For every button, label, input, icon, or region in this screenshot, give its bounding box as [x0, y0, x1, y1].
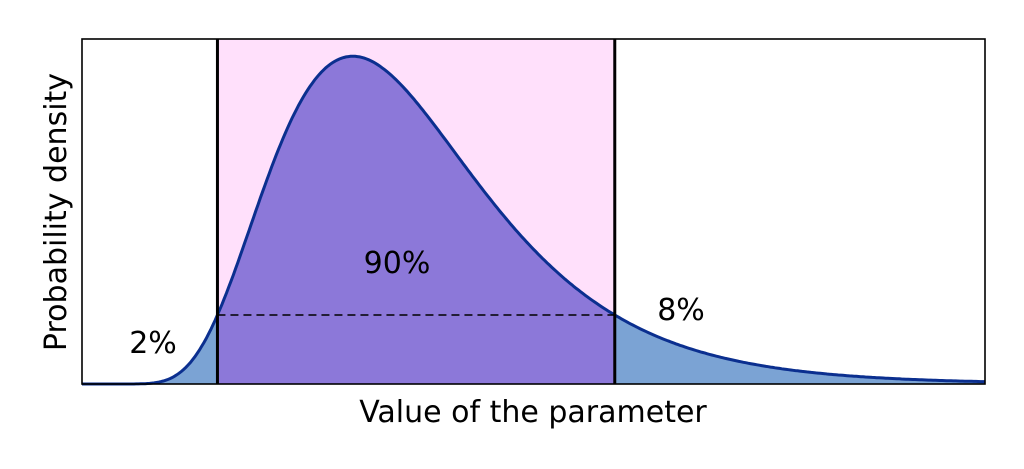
density-curve: [82, 54, 985, 386]
right-tail-label: 8%: [657, 293, 705, 328]
central-interval-label: 90%: [364, 246, 431, 281]
central-interval-area: [217, 56, 615, 385]
right-tail-area: [614, 315, 985, 384]
y-axis-label: Probability density: [39, 73, 74, 351]
plot-frame: [81, 38, 986, 385]
left-tail-area: [82, 315, 218, 384]
left-tail-label: 2%: [129, 326, 177, 361]
x-axis-label: Value of the parameter: [359, 395, 707, 430]
